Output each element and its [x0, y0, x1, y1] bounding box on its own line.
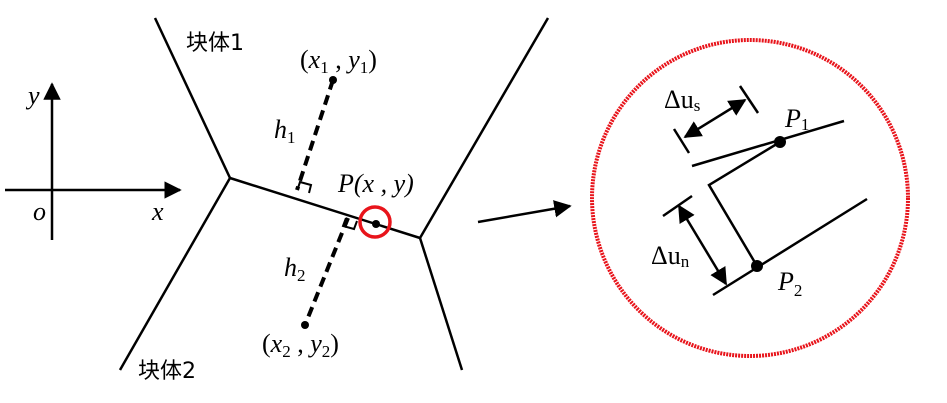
right-angle-marker-1 — [297, 180, 313, 194]
point-2-coordinates: (x2 , y2) — [262, 329, 339, 361]
point-2-dot — [301, 321, 309, 329]
normal-displacement-label: Δun — [651, 241, 690, 271]
point-1-coordinates: (x1 , y1) — [300, 45, 377, 77]
h1-label: h1 — [274, 115, 296, 147]
coordinate-axes — [5, 82, 182, 240]
highlight-circle-detail — [590, 38, 910, 358]
highlight-circle-small — [358, 205, 392, 239]
shear-displacement-label: Δus — [664, 85, 700, 115]
x-axis-label: x — [151, 197, 164, 226]
block1-label: 块体1 — [186, 31, 244, 56]
p2-label: P2 — [777, 267, 802, 300]
point-p-label: P(x , y) — [337, 169, 414, 198]
point-p-dot — [372, 220, 380, 228]
detail-lines — [662, 85, 868, 297]
shear-displacement-arrow — [683, 98, 747, 139]
h2-label: h2 — [284, 253, 306, 285]
p2-dot — [751, 260, 763, 272]
h2-dashed-line — [303, 217, 350, 326]
right-angle-marker-2 — [341, 217, 358, 231]
p1-label: P1 — [784, 104, 809, 134]
block-boundaries — [118, 17, 550, 371]
point-1-dot — [329, 76, 337, 84]
zoom-arrow — [477, 200, 572, 224]
normal-displacement-arrow — [677, 204, 728, 286]
h1-dashed-line — [295, 79, 335, 191]
origin-label: o — [33, 197, 46, 226]
block2-label: 块体2 — [138, 359, 196, 384]
y-axis-label: y — [25, 81, 40, 110]
p1-dot — [774, 136, 786, 148]
